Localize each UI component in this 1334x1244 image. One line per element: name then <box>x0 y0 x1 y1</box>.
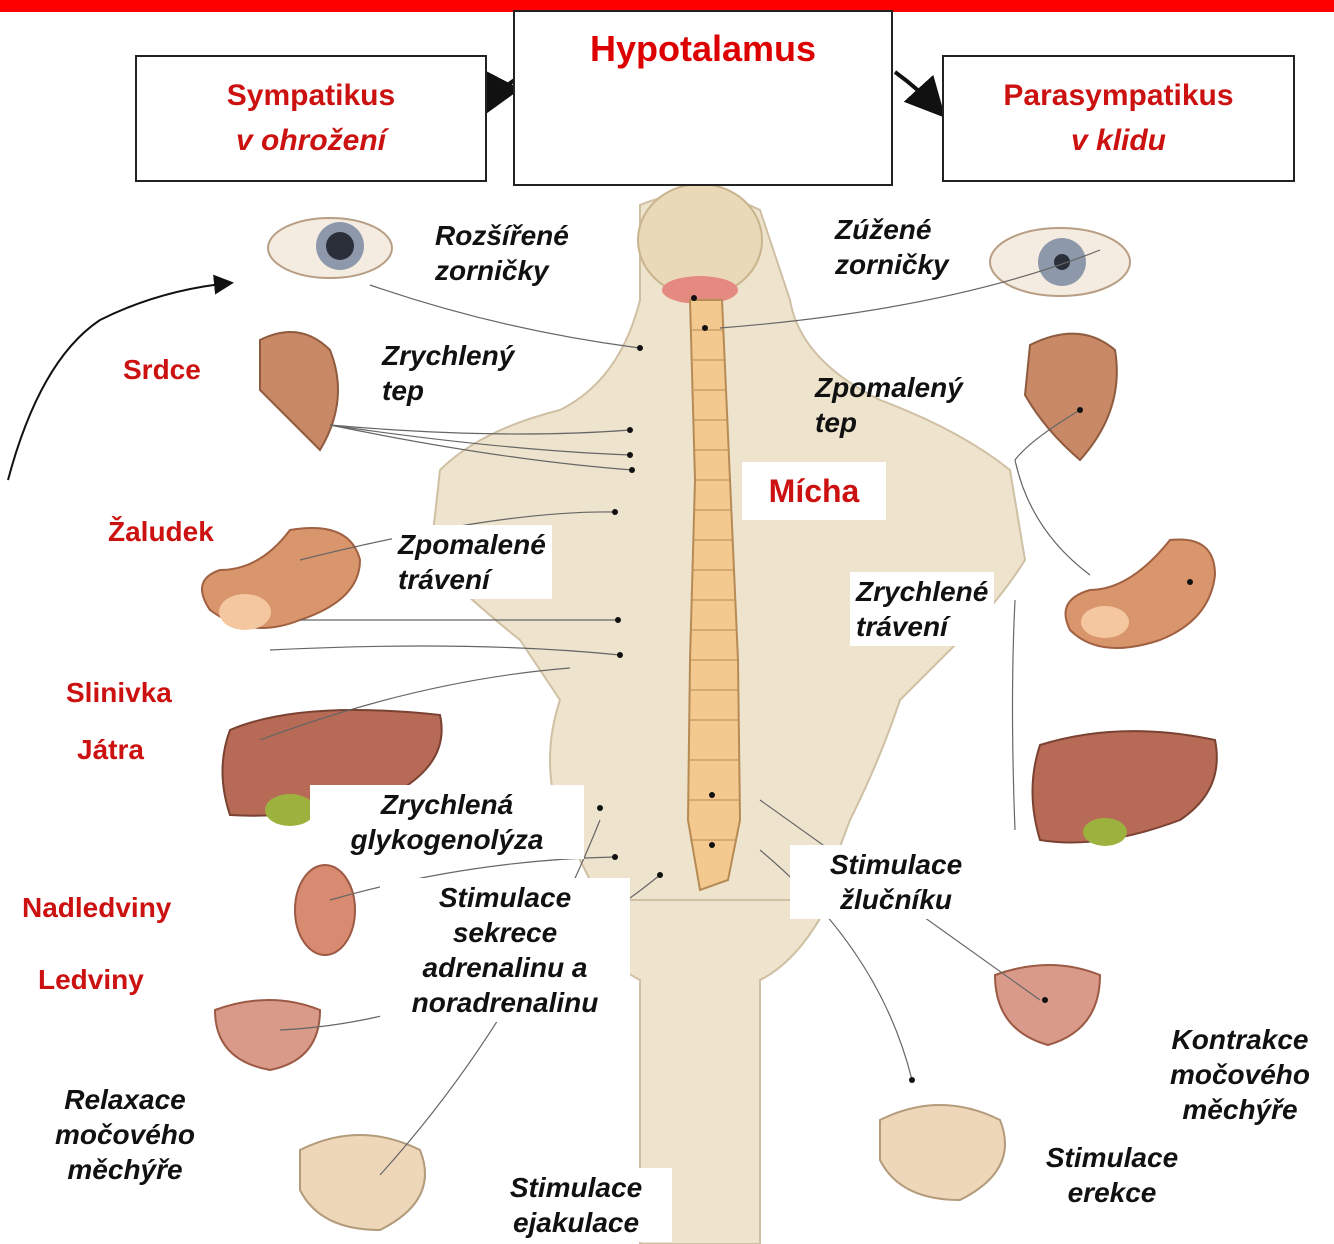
effect-line: Stimulace <box>1022 1140 1202 1175</box>
effect-line: adrenalinu a <box>386 950 624 985</box>
left-stomach <box>202 528 360 630</box>
left-heart <box>260 332 338 450</box>
effect-line: Stimulace <box>486 1170 666 1205</box>
effect-glycogenolysis: Zrychlená glykogenolýza <box>310 785 584 859</box>
effect-line: Zrychlený <box>382 338 514 373</box>
effect-line: Zrychlené <box>856 574 988 609</box>
effect-adrenal-secretion: Stimulace sekrece adrenalinu a noradrena… <box>380 878 630 1022</box>
effect-line: glykogenolýza <box>316 822 578 857</box>
sympatikus-box: Sympatikus v ohrožení <box>135 55 487 182</box>
effect-line: tep <box>815 405 963 440</box>
left-genital <box>300 1135 425 1230</box>
effect-line: zorničky <box>435 253 569 288</box>
effect-bladder-relax: Relaxace močového měchýře <box>40 1082 210 1187</box>
right-genital <box>880 1105 1005 1200</box>
sympatikus-title: Sympatikus <box>137 73 485 118</box>
right-heart <box>1025 334 1117 460</box>
organ-label-slinivka: Slinivka <box>66 675 172 710</box>
effect-pupils-constricted: Zúžené zorničky <box>835 212 949 282</box>
effect-line: Zpomalené <box>398 527 546 562</box>
effect-digestion-slow: Zpomalené trávení <box>392 525 552 599</box>
effect-line: Stimulace <box>796 847 996 882</box>
effect-line: ejakulace <box>486 1205 666 1240</box>
parasympatikus-title: Parasympatikus <box>944 73 1293 118</box>
parasympatikus-box: Parasympatikus v klidu <box>942 55 1295 182</box>
effect-line: zorničky <box>835 247 949 282</box>
effect-line: močového <box>40 1117 210 1152</box>
effect-line: močového <box>1150 1057 1330 1092</box>
left-bladder <box>215 1000 320 1070</box>
effect-line: Kontrakce <box>1150 1022 1330 1057</box>
hypotalamus-box: Hypotalamus <box>513 10 893 186</box>
parasympatikus-subtitle: v klidu <box>944 118 1293 163</box>
left-kidney <box>295 865 355 955</box>
effect-heart-slow: Zpomalený tep <box>815 370 963 440</box>
effect-line: erekce <box>1022 1175 1202 1210</box>
effect-line: Rozšířené <box>435 218 569 253</box>
right-bladder <box>995 965 1100 1045</box>
organ-label-ledviny: Ledviny <box>38 962 144 997</box>
effect-line: Zúžené <box>835 212 949 247</box>
effect-line: Stimulace <box>386 880 624 915</box>
sympatikus-subtitle: v ohrožení <box>137 118 485 163</box>
spine-label-box: Mícha <box>742 462 886 520</box>
effect-line: Relaxace <box>40 1082 210 1117</box>
organ-label-srdce: Srdce <box>123 352 201 387</box>
effect-line: sekrece <box>386 915 624 950</box>
effect-heart-fast: Zrychlený tep <box>382 338 514 408</box>
effect-line: noradrenalinu <box>386 985 624 1020</box>
organ-label-jatra: Játra <box>77 732 144 767</box>
organ-label-nadledviny: Nadledviny <box>22 890 171 925</box>
effect-line: Zrychlená <box>316 787 578 822</box>
right-eye <box>990 228 1130 296</box>
hypotalamus-title: Hypotalamus <box>515 28 891 70</box>
effect-line: Zpomalený <box>815 370 963 405</box>
effect-erection: Stimulace erekce <box>1022 1140 1202 1210</box>
organ-label-zaludek: Žaludek <box>108 514 214 549</box>
effect-ejaculation: Stimulace ejakulace <box>480 1168 672 1242</box>
effect-gallbladder: Stimulace žlučníku <box>790 845 1002 919</box>
effect-line: tep <box>382 373 514 408</box>
effect-line: trávení <box>398 562 546 597</box>
right-liver <box>1033 731 1217 846</box>
effect-pupils-dilated: Rozšířené zorničky <box>435 218 569 288</box>
effect-line: měchýře <box>40 1152 210 1187</box>
effect-bladder-contract: Kontrakce močového měchýře <box>1150 1022 1330 1127</box>
arrow-to-parasympatikus <box>895 72 940 112</box>
effect-line: žlučníku <box>796 882 996 917</box>
effect-line: trávení <box>856 609 988 644</box>
effect-line: měchýře <box>1150 1092 1330 1127</box>
right-stomach <box>1066 539 1216 648</box>
effect-digestion-fast: Zrychlené trávení <box>850 572 994 646</box>
spine-label: Mícha <box>742 462 886 520</box>
left-eye <box>268 218 392 278</box>
